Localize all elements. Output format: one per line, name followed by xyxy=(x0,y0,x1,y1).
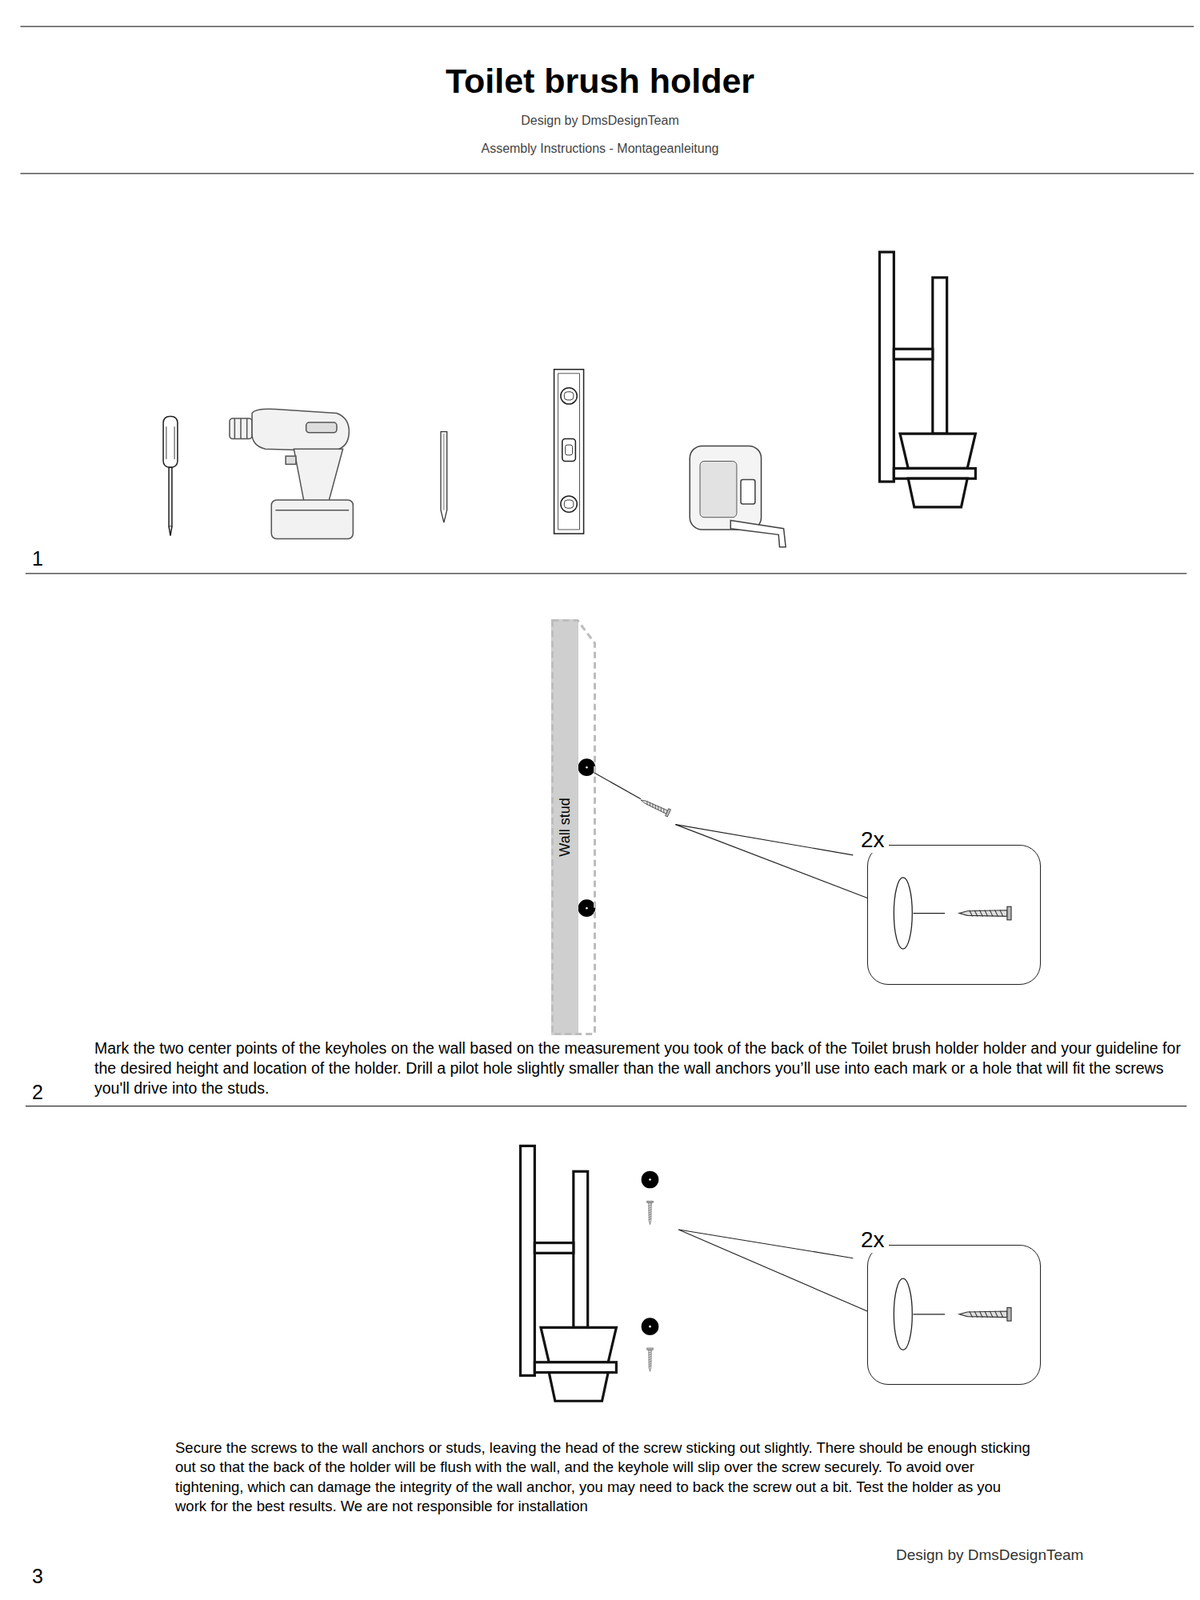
step-number: 1 xyxy=(32,546,64,571)
wall-stud: Wall stud xyxy=(551,619,596,1036)
stud-dashed-edge xyxy=(552,620,596,1035)
instruction-text: Mark the two center points of the keyhol… xyxy=(94,1038,1183,1099)
stud-label: Wall stud xyxy=(557,797,572,856)
callout-box: 2x xyxy=(867,844,1041,985)
step-number: 3 xyxy=(32,1564,64,1588)
callout-anchor xyxy=(893,877,945,1351)
quantity-label: 2x xyxy=(856,1228,889,1253)
step-number: 2 xyxy=(32,1080,64,1104)
cordless-drill xyxy=(229,408,353,539)
tape-measure xyxy=(689,445,786,547)
rule-lines xyxy=(20,26,1195,1106)
spirit-level xyxy=(554,369,584,534)
footer-credit: Design by DmsDesignTeam xyxy=(896,1546,1184,1565)
designer-credit: Design by DmsDesignTeam xyxy=(0,112,1200,128)
wall-marks xyxy=(578,758,641,917)
screwdriver xyxy=(163,416,178,536)
stud-fill xyxy=(551,619,579,1036)
callout-box: 2x xyxy=(867,1244,1041,1385)
instruction-text: Secure the screws to the wall anchors or… xyxy=(175,1438,1032,1517)
wall-marks xyxy=(641,1171,660,1336)
subtitle: Assembly Instructions - Montageanleitung xyxy=(0,140,1200,156)
quantity-label: 2x xyxy=(856,828,889,853)
pencil xyxy=(440,432,448,524)
page-title: Toilet brush holder xyxy=(0,62,1200,100)
